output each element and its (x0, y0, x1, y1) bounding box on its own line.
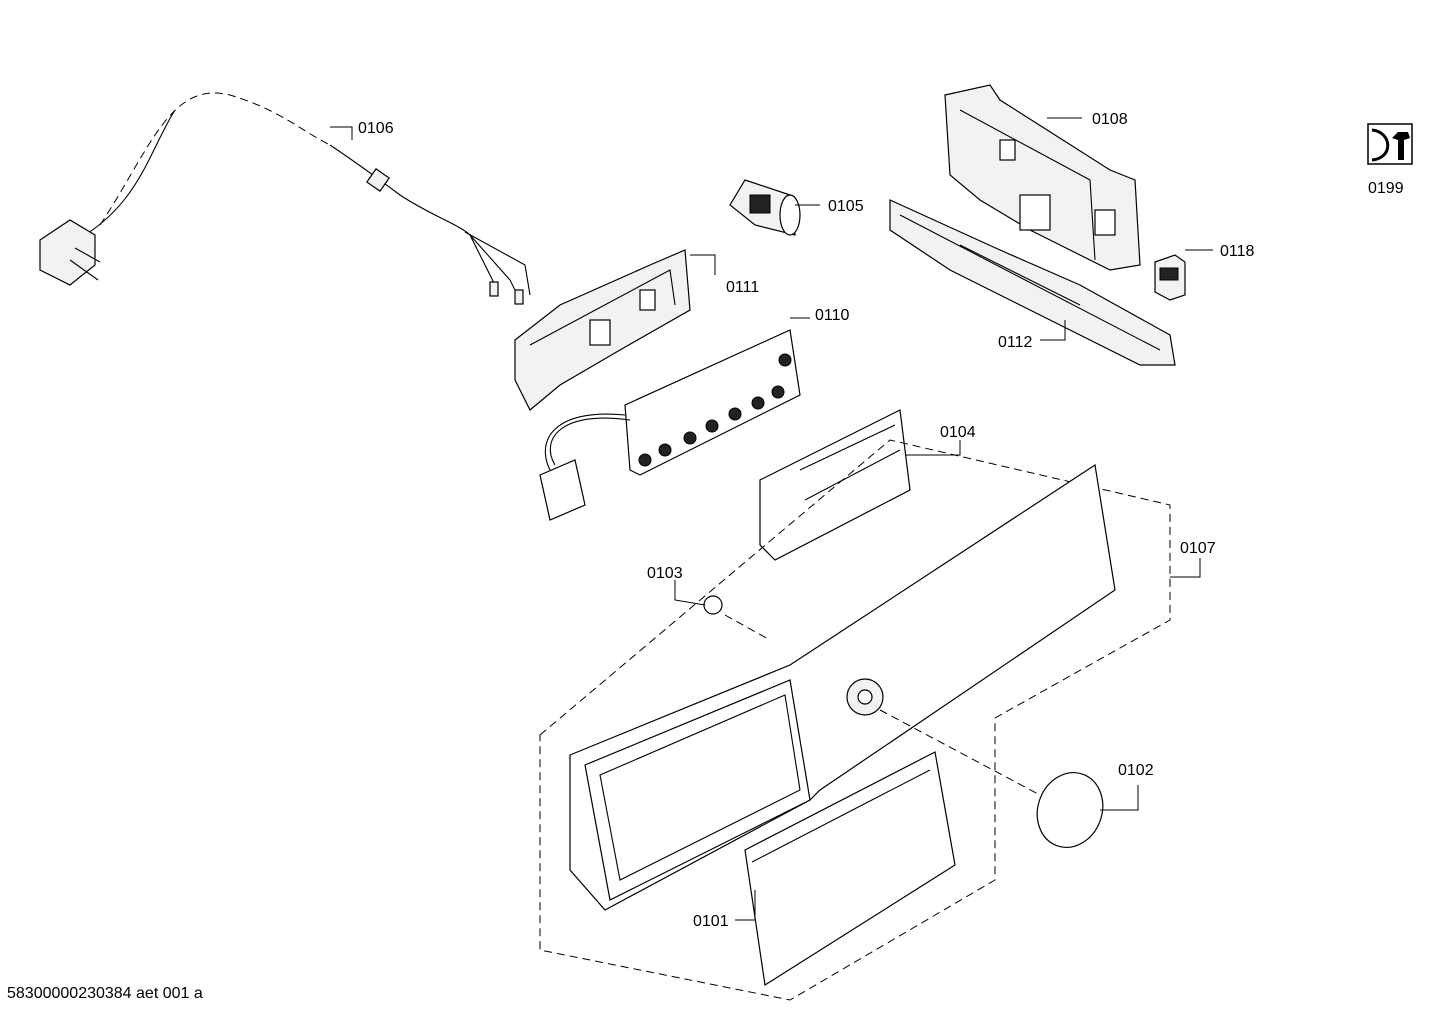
leader-lines (330, 117, 1213, 921)
display-module-part[interactable] (759, 409, 911, 561)
label-0102: 0102 (1118, 762, 1154, 779)
document-reference: 58300000230384 aet 001 a (7, 985, 203, 1002)
knob-part[interactable] (879, 709, 1113, 857)
button-part[interactable] (703, 595, 771, 641)
label-0106: 0106 (358, 120, 394, 137)
label-0112: 0112 (998, 334, 1033, 351)
label-0101: 0101 (693, 913, 729, 930)
rotary-knobs (638, 353, 792, 467)
label-0118: 0118 (1220, 243, 1255, 260)
label-0110: 0110 (815, 307, 850, 324)
label-0103: 0103 (647, 565, 683, 582)
label-0199: 0199 (1368, 180, 1404, 197)
panel-frame-part[interactable] (514, 249, 691, 411)
part-labels: 0106 0108 0105 0118 0111 0110 0112 0104 … (358, 111, 1404, 930)
capacitor-part[interactable] (729, 179, 801, 236)
label-0105: 0105 (828, 198, 864, 215)
label-0108: 0108 (1092, 111, 1128, 128)
door-flap-part[interactable] (744, 751, 956, 986)
label-0111: 0111 (726, 279, 759, 296)
connector-part[interactable] (1154, 254, 1186, 301)
label-0107: 0107 (1180, 540, 1216, 557)
rail-part[interactable] (889, 199, 1176, 366)
circuit-board-part[interactable] (539, 329, 801, 521)
label-0104: 0104 (940, 424, 976, 441)
power-cord-part[interactable] (39, 92, 531, 305)
control-module-part[interactable] (944, 84, 1141, 271)
wrench-icon[interactable] (1367, 123, 1413, 165)
fascia-panel-part[interactable] (539, 439, 1171, 1001)
